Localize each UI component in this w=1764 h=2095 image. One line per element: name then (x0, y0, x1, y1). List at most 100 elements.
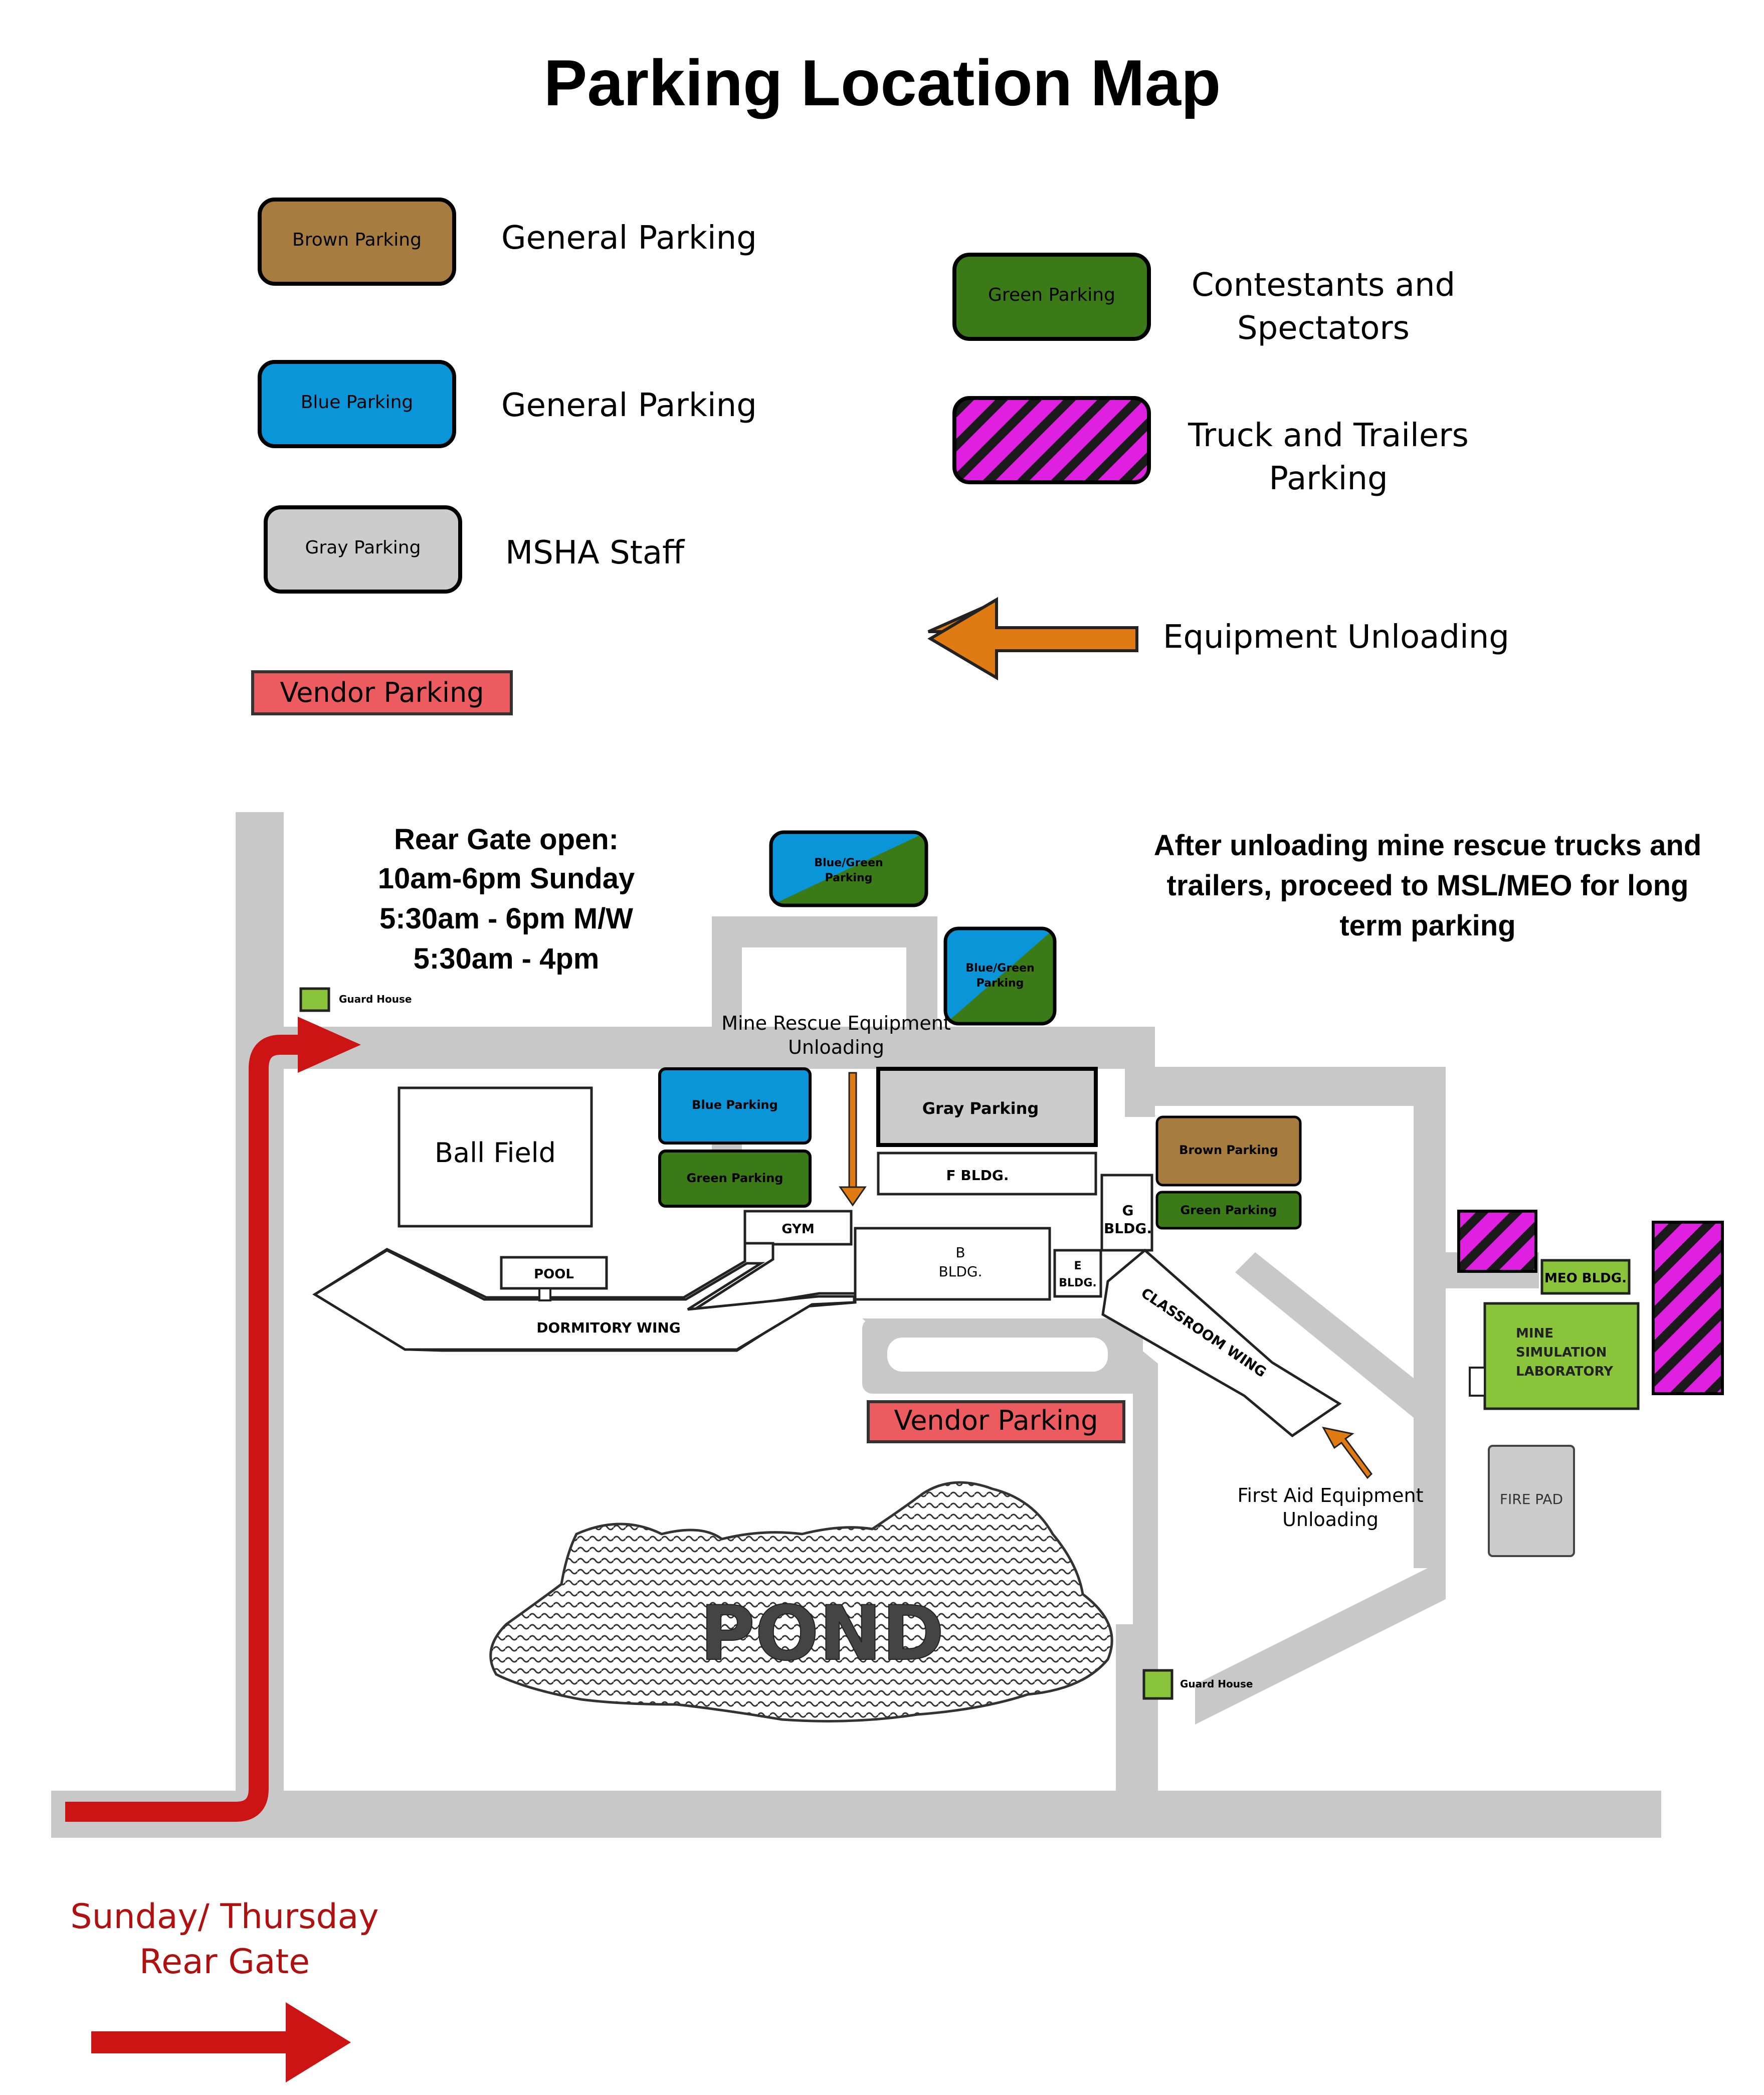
pond-label: POND (700, 1590, 944, 1677)
rear-gate-hours: Rear Gate open: 10am-6pm Sunday 5:30am -… (378, 823, 635, 975)
legend-swatch-brown-text: Brown Parking (292, 230, 422, 250)
fire-pad-label: FIRE PAD (1500, 1491, 1563, 1507)
roads (51, 812, 1661, 1838)
green-parking-lot (658, 1150, 812, 1208)
legend-label-unloading: Equipment Unloading (1163, 619, 1509, 656)
blue-green-parking-1-label-b: Parking (825, 872, 873, 884)
legend-label-truck-2: Parking (1269, 460, 1388, 497)
b-building-label-1: B (955, 1244, 965, 1261)
blue-green-parking-2-label-a: Blue/Green (965, 962, 1034, 975)
blue-parking-lot (658, 1067, 812, 1145)
g-building-label-2: BLDG. (1104, 1220, 1152, 1237)
msl-label-2: SIMULATION (1516, 1345, 1607, 1360)
legend: Brown Parking General Parking Blue Parki… (251, 198, 1509, 715)
msl-label-1: MINE (1516, 1326, 1553, 1341)
legend-swatch-gray (264, 505, 462, 594)
blue-green-parking-2 (943, 926, 1057, 1026)
rear-gate-heading: Rear Gate open: (394, 823, 619, 856)
legend-swatch-blue (258, 360, 456, 448)
meo-building-label: MEO BLDG. (1544, 1271, 1627, 1286)
legend-swatch-gray-text: Gray Parking (305, 537, 421, 558)
rear-gate-line3: 5:30am - 4pm (414, 942, 600, 975)
b-building-label-2: BLDG. (939, 1263, 983, 1280)
legend-unloading-arrow-body-icon (927, 597, 1138, 681)
first-aid-label-2: Unloading (1282, 1508, 1379, 1531)
blue-green-parking-1-label-a: Blue/Green (814, 857, 883, 869)
rear-gate-label-1: Sunday/ Thursday (70, 1897, 378, 1937)
rear-gate-route-arrowhead-icon (298, 1017, 361, 1073)
page-title: Parking Location Map (544, 46, 1221, 119)
vendor-loop-island (887, 1338, 1108, 1372)
rear-gate-line2: 5:30am - 6pm M/W (379, 902, 633, 935)
legend-swatch-blue-text: Blue Parking (301, 392, 414, 413)
gray-parking-lot-label: Gray Parking (922, 1099, 1039, 1118)
legend-swatch-brown (258, 198, 456, 286)
blue-green-parking-2-label-b: Parking (976, 977, 1024, 990)
dormitory-wing-shape (312, 1249, 856, 1351)
brown-parking-lot-label: Brown Parking (1179, 1143, 1278, 1157)
msl-building (1483, 1302, 1640, 1410)
legend-swatch-green-text: Green Parking (988, 285, 1115, 305)
mine-rescue-label-1: Mine Rescue Equipment (721, 1012, 950, 1034)
meo-building (1540, 1259, 1631, 1295)
rear-gate-route-arrow-icon (65, 1035, 306, 1822)
g-building (1100, 1174, 1153, 1252)
after-note-line3: term parking (1339, 909, 1515, 942)
mine-rescue-arrow-shaft-icon (848, 1072, 857, 1189)
e-building-label-2: BLDG. (1059, 1277, 1096, 1289)
f-building-label: F BLDG. (946, 1167, 1009, 1184)
green-parking-lot-label: Green Parking (687, 1171, 783, 1185)
legend-swatch-green (952, 253, 1151, 341)
fire-pad (1488, 1445, 1575, 1557)
rear-gate-arrow-shaft-icon (91, 2031, 292, 2053)
legend-swatch-vendor-text: Vendor Parking (280, 677, 484, 708)
e-building-label-1: E (1074, 1260, 1081, 1272)
pool (500, 1256, 608, 1290)
legend-label-green-2: Spectators (1237, 310, 1410, 347)
first-aid-arrow-icon (1322, 1426, 1373, 1479)
after-unloading-note: After unloading mine rescue trucks and t… (1154, 829, 1702, 942)
ball-field-label: Ball Field (435, 1137, 556, 1169)
guard-house-top-label: Guard House (339, 993, 412, 1005)
gym-building-label: GYM (781, 1222, 814, 1237)
e-building (1053, 1249, 1102, 1298)
blue-green-parking-1 (769, 830, 928, 907)
legend-label-green-1: Contestants and (1192, 267, 1455, 304)
legend-label-gray: MSHA Staff (505, 534, 685, 572)
classroom-wing (1101, 1248, 1342, 1438)
blue-parking-lot-label: Blue Parking (692, 1098, 778, 1112)
ball-field (398, 1086, 593, 1228)
legend-swatch-truck (952, 396, 1151, 484)
truck-trailer-lot-2 (1652, 1221, 1724, 1395)
msl-label-3: LABORATORY (1516, 1364, 1614, 1379)
dormitory-wing-label: DORMITORY WING (536, 1319, 681, 1336)
brown-parking-lot (1155, 1115, 1302, 1187)
rear-gate-arrowhead-icon (286, 2002, 351, 2082)
f-building (877, 1152, 1097, 1196)
pool-label: POOL (534, 1267, 574, 1282)
g-building-label-1: G (1122, 1202, 1134, 1219)
mine-rescue-label-2: Unloading (788, 1036, 884, 1058)
guard-house-bottom-label: Guard House (1180, 1678, 1253, 1690)
pool-connector (538, 1287, 551, 1301)
rear-gate-line1: 10am-6pm Sunday (378, 862, 635, 895)
b-building (854, 1227, 1051, 1301)
gray-parking-lot (876, 1067, 1098, 1147)
legend-label-brown: General Parking (501, 220, 757, 257)
first-aid-label-1: First Aid Equipment (1237, 1484, 1423, 1506)
vendor-parking-lot-label: Vendor Parking (894, 1405, 1098, 1436)
gym-building (743, 1210, 853, 1246)
guard-house-top (299, 987, 330, 1012)
msl-door (1469, 1367, 1486, 1397)
legend-label-blue: General Parking (501, 387, 757, 424)
after-note-line2: trailers, proceed to MSL/MEO for long (1167, 869, 1689, 902)
legend-label-truck-1: Truck and Trailers (1188, 417, 1469, 454)
pond (489, 1481, 1113, 1723)
after-note-line1: After unloading mine rescue trucks and (1154, 829, 1702, 862)
green-parking-lot-2-label: Green Parking (1181, 1203, 1277, 1217)
guard-house-bottom (1142, 1669, 1173, 1700)
rear-gate-label-2: Rear Gate (139, 1942, 310, 1982)
truck-trailer-lot-1 (1457, 1210, 1537, 1273)
vendor-parking-lot (867, 1400, 1125, 1443)
